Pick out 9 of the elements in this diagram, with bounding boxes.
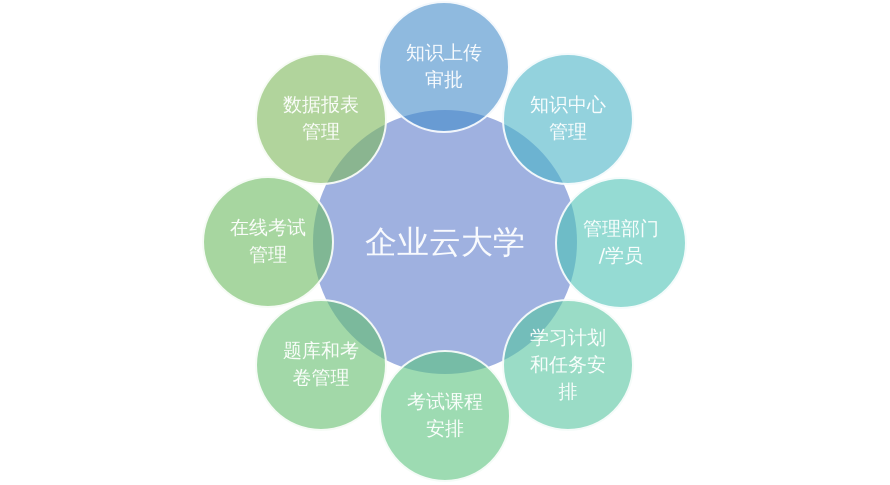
node-label: 知识中心管理 — [529, 93, 607, 145]
node-label: 在线考试管理 — [229, 216, 307, 268]
node-label: 知识上传审批 — [405, 41, 483, 93]
node-label: 题库和考卷管理 — [282, 339, 360, 391]
node-label: 企业云大学 — [365, 222, 525, 262]
node-label: 学习计划和任务安排 — [529, 326, 607, 404]
node-label: 数据报表管理 — [282, 93, 360, 145]
node-label: 管理部门/学员 — [582, 217, 660, 269]
node-label: 考试课程安排 — [406, 390, 484, 442]
